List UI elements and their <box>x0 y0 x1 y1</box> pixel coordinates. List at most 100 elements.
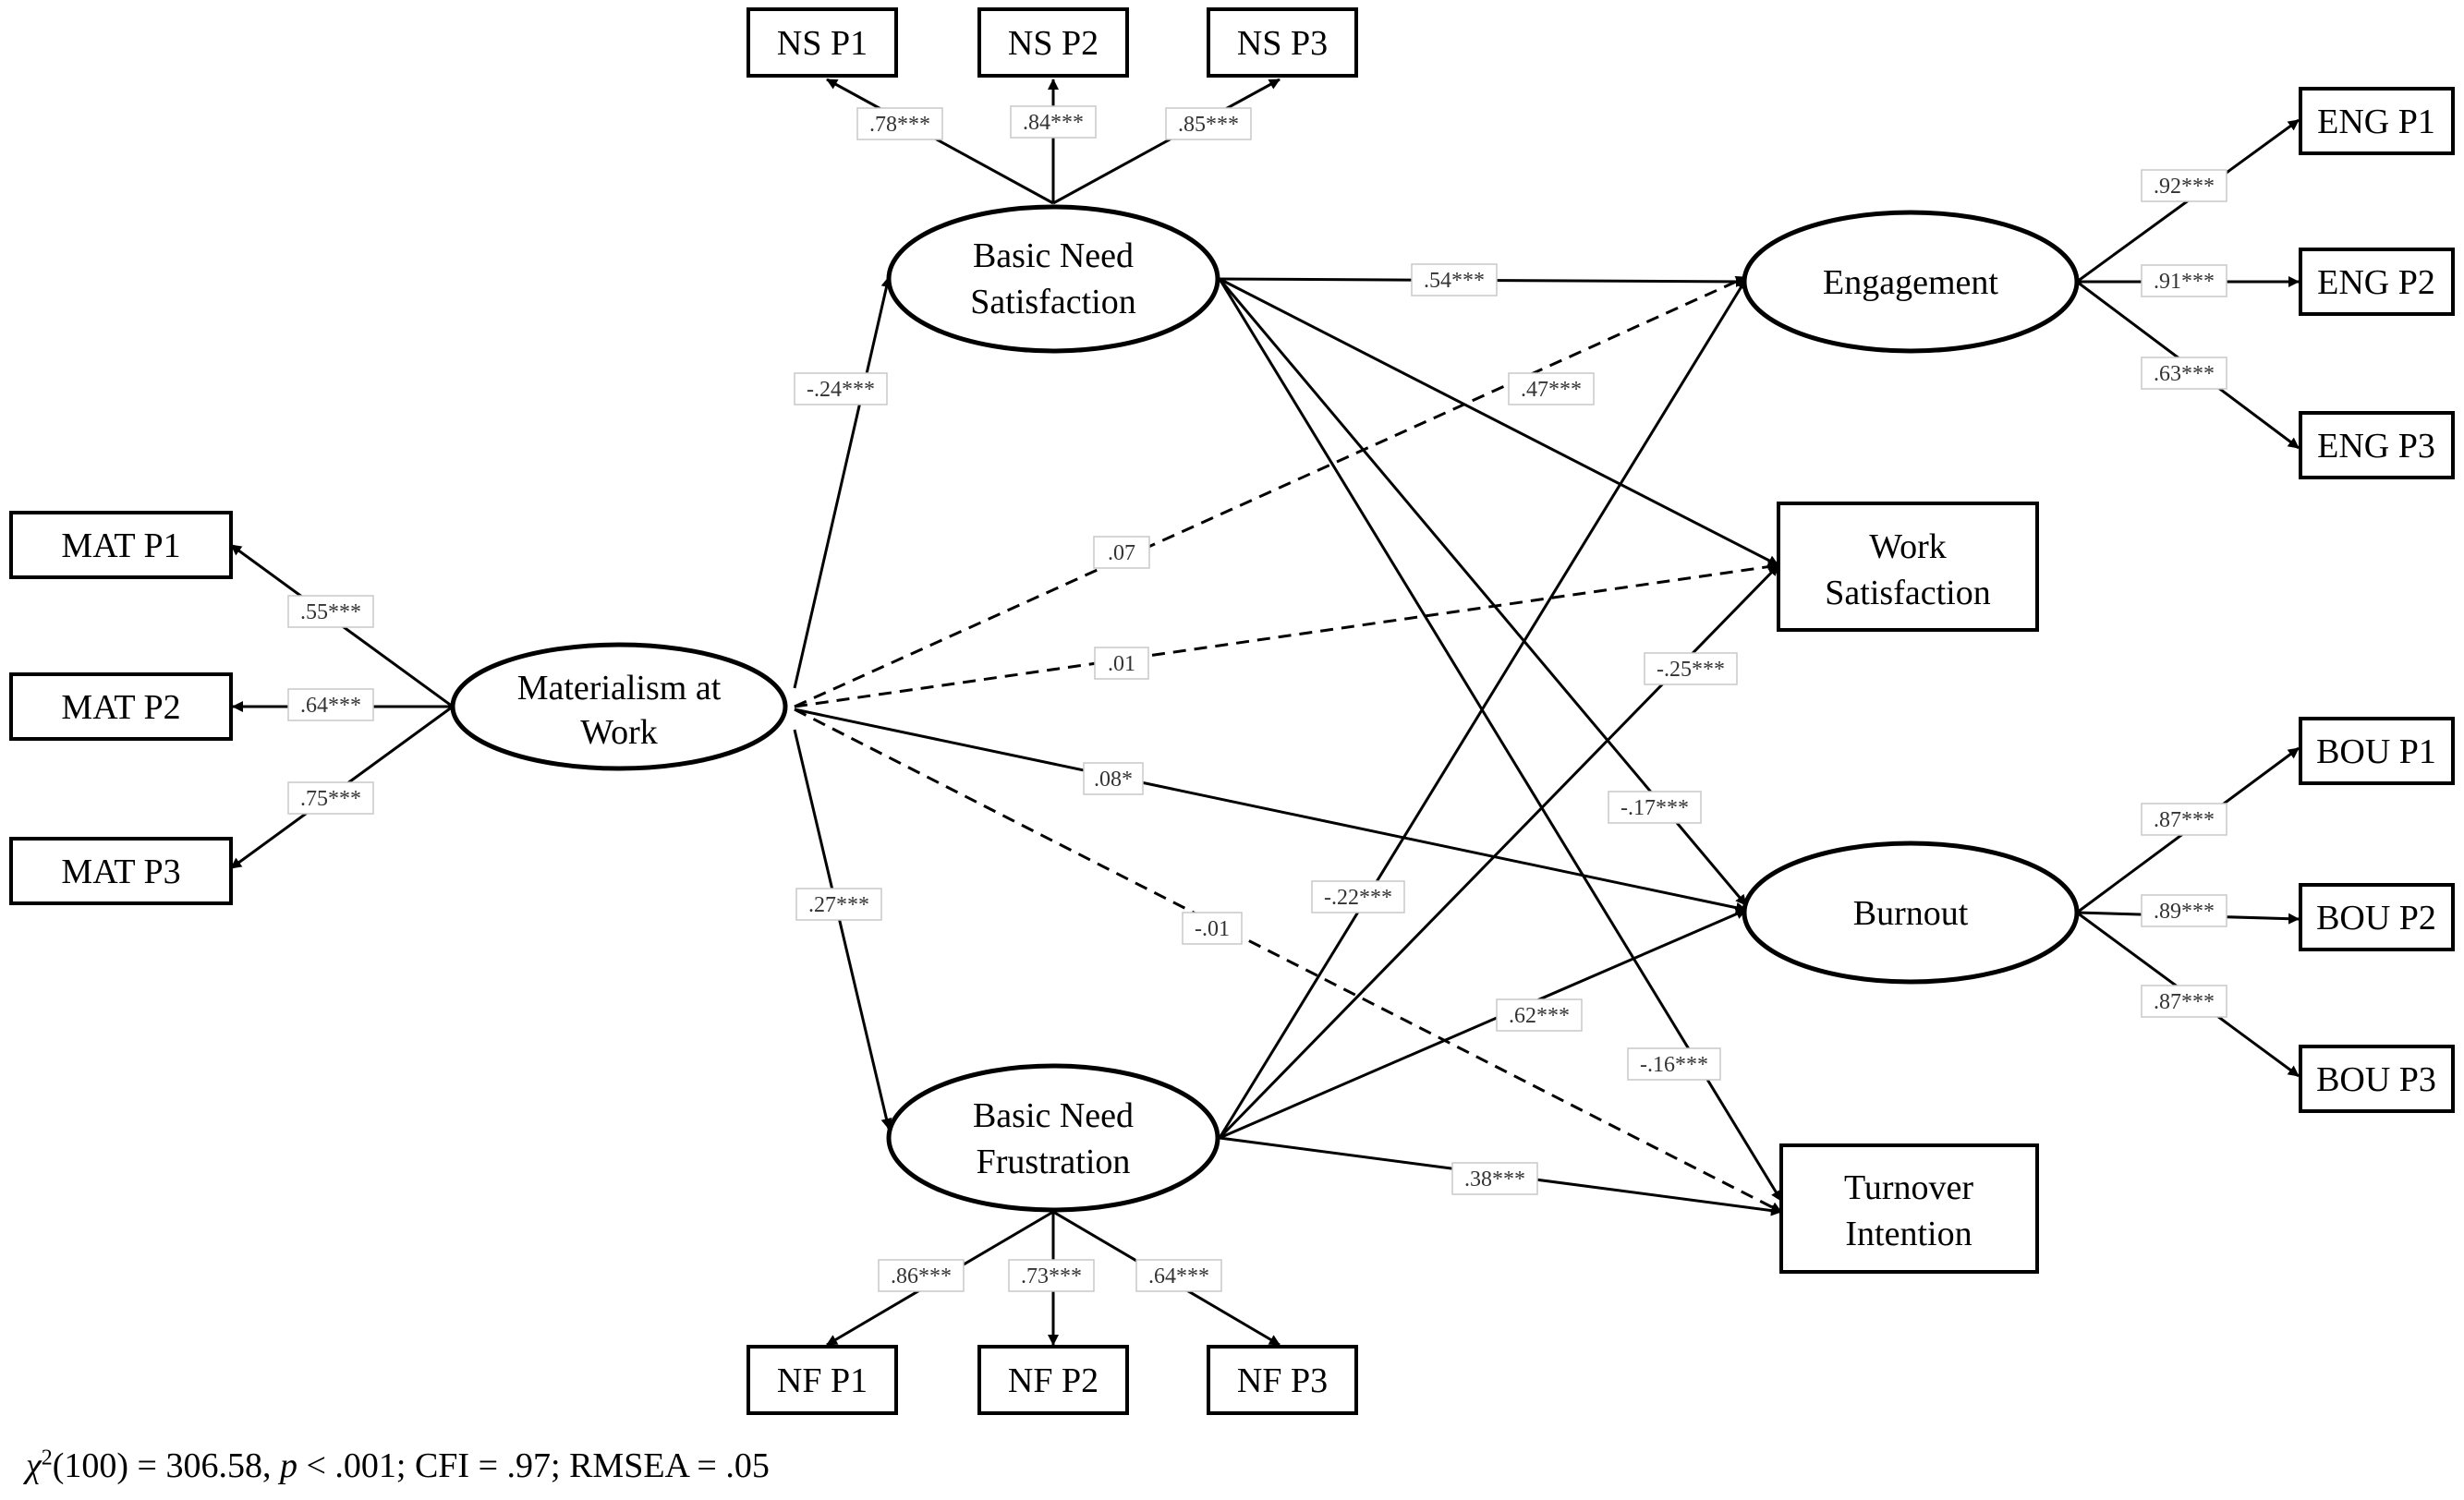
node-label: Intention <box>1845 1215 1972 1253</box>
indicator-eng-p1: ENG P1 <box>2299 87 2455 155</box>
svg-text:.01: .01 <box>1108 652 1135 676</box>
svg-text:.38***: .38*** <box>1464 1167 1525 1192</box>
path-bnf-eng <box>1218 278 1748 1139</box>
path-bns-ns3 <box>1052 78 1281 205</box>
svg-text:.86***: .86*** <box>891 1264 952 1288</box>
svg-text:-.22***: -.22*** <box>1324 886 1392 910</box>
coef-mat-bou: .08* <box>1083 762 1144 795</box>
node-turnover-intention: Turnover Intention <box>1779 1143 2039 1274</box>
indicator-label: BOU P3 <box>2316 1060 2436 1099</box>
coef-eng1: .92*** <box>2141 169 2227 202</box>
svg-text:.55***: .55*** <box>300 600 361 624</box>
node-label: Satisfaction <box>970 283 1135 321</box>
path-bns-ti <box>1218 278 1783 1202</box>
indicator-ns-p2: NS P2 <box>977 7 1129 78</box>
indicator-label: NF P2 <box>1008 1361 1098 1400</box>
coef-mat2: .64*** <box>287 688 374 721</box>
svg-text:-.17***: -.17*** <box>1620 796 1689 820</box>
indicator-label: BOU P1 <box>2316 732 2436 771</box>
svg-text:-.01: -.01 <box>1195 917 1230 941</box>
coef-bns-bou: -.17*** <box>1608 791 1702 824</box>
indicator-label: BOU P2 <box>2316 899 2436 938</box>
indicator-ns-p1: NS P1 <box>746 7 898 78</box>
svg-text:.85***: .85*** <box>1178 113 1239 137</box>
node-label: Basic Need <box>973 1096 1134 1135</box>
node-label: Burnout <box>1853 894 1969 933</box>
indicator-label: ENG P1 <box>2317 103 2435 141</box>
indicator-mat-p1: MAT P1 <box>9 511 233 579</box>
svg-text:.07: .07 <box>1108 541 1135 565</box>
coef-bou3: .87*** <box>2141 985 2227 1018</box>
svg-text:.87***: .87*** <box>2154 808 2215 832</box>
node-label: Materialism at <box>517 669 722 708</box>
latent-variables: Materialism at Work Basic Need Satisfact… <box>450 204 2080 1213</box>
coef-mat-ws: .01 <box>1094 647 1149 680</box>
coef-bou1: .87*** <box>2141 803 2227 836</box>
indicator-bou-p2: BOU P2 <box>2299 883 2455 951</box>
path-mat-ws <box>794 561 1779 708</box>
path-mat-bns <box>793 276 892 689</box>
coef-nf1: .86*** <box>878 1259 965 1292</box>
coef-bns-ws: .47*** <box>1508 372 1595 405</box>
indicator-label: ENG P3 <box>2317 427 2435 466</box>
coef-ns1: .78*** <box>856 107 943 140</box>
coef-mat-eng: .07 <box>1093 536 1150 569</box>
svg-text:.54***: .54*** <box>1424 269 1485 293</box>
indicator-label: MAT P1 <box>61 526 180 565</box>
coef-nf2: .73*** <box>1008 1259 1095 1292</box>
node-label: Satisfaction <box>1825 574 1990 612</box>
coef-ns3: .85*** <box>1165 107 1252 140</box>
indicator-label: NS P1 <box>777 24 868 63</box>
indicator-nf-p3: NF P3 <box>1207 1345 1358 1415</box>
svg-text:.08*: .08* <box>1094 768 1133 792</box>
coef-bns-eng: .54*** <box>1411 263 1498 296</box>
path-bns-ws <box>1219 277 1779 567</box>
svg-text:.84***: .84*** <box>1023 111 1084 135</box>
node-label: Basic Need <box>973 236 1134 275</box>
indicator-mat-p2: MAT P2 <box>9 672 233 741</box>
indicator-boxes: NS P1 NS P2 NS P3 NF P1 NF P2 NF P3 MAT … <box>9 7 2455 1415</box>
coef-mat-bnf: .27*** <box>795 888 882 921</box>
indicator-label: NS P2 <box>1008 24 1098 63</box>
svg-text:.73***: .73*** <box>1021 1264 1082 1288</box>
coef-mat-ti: -.01 <box>1182 912 1243 945</box>
svg-text:.87***: .87*** <box>2154 990 2215 1014</box>
svg-text:.27***: .27*** <box>808 893 869 917</box>
coef-bnf-bou: .62*** <box>1496 998 1583 1032</box>
node-label: Work <box>1869 527 1946 566</box>
svg-text:-.24***: -.24*** <box>807 378 875 402</box>
path-mat-bnf <box>793 729 892 1130</box>
coef-mat3: .75*** <box>287 781 374 815</box>
chi-superscript: 2 <box>41 1446 53 1470</box>
fit-df: (100) = 306.58, <box>52 1446 280 1485</box>
coef-bnf-ws: -.25*** <box>1644 652 1738 685</box>
path-mat-eng <box>794 275 1747 708</box>
svg-text:.62***: .62*** <box>1509 1004 1570 1028</box>
coef-eng3: .63*** <box>2141 357 2227 390</box>
indicator-nf-p1: NF P1 <box>746 1345 898 1415</box>
indicator-bou-p3: BOU P3 <box>2299 1045 2455 1113</box>
node-label: Turnover <box>1844 1168 1973 1207</box>
svg-text:.47***: .47*** <box>1521 378 1582 402</box>
svg-text:.64***: .64*** <box>300 694 361 718</box>
svg-text:.64***: .64*** <box>1148 1264 1209 1288</box>
coef-nf3: .64*** <box>1135 1259 1222 1292</box>
coef-eng2: .91*** <box>2141 264 2227 297</box>
node-burnout: Burnout <box>1742 841 2080 985</box>
indicator-eng-p3: ENG P3 <box>2299 411 2455 479</box>
fit-rest: < .001; CFI = .97; RMSEA = .05 <box>297 1446 770 1485</box>
indicator-label: NF P3 <box>1237 1361 1328 1400</box>
coef-mat-bns: -.24*** <box>794 372 888 405</box>
indicator-nf-p2: NF P2 <box>977 1345 1129 1415</box>
path-bns-ns1 <box>826 78 1054 205</box>
node-engagement: Engagement <box>1742 210 2080 354</box>
svg-text:.63***: .63*** <box>2154 362 2215 386</box>
svg-text:-.16***: -.16*** <box>1640 1053 1708 1077</box>
svg-text:.89***: .89*** <box>2154 900 2215 924</box>
coef-bns-ti: -.16*** <box>1627 1047 1721 1081</box>
svg-text:-.25***: -.25*** <box>1657 658 1725 682</box>
indicator-ns-p3: NS P3 <box>1207 7 1358 78</box>
model-fit-statistics: χ2(100) = 306.58, p < .001; CFI = .97; R… <box>26 1446 770 1486</box>
node-basic-need-satisfaction: Basic Need Satisfaction <box>886 204 1220 354</box>
